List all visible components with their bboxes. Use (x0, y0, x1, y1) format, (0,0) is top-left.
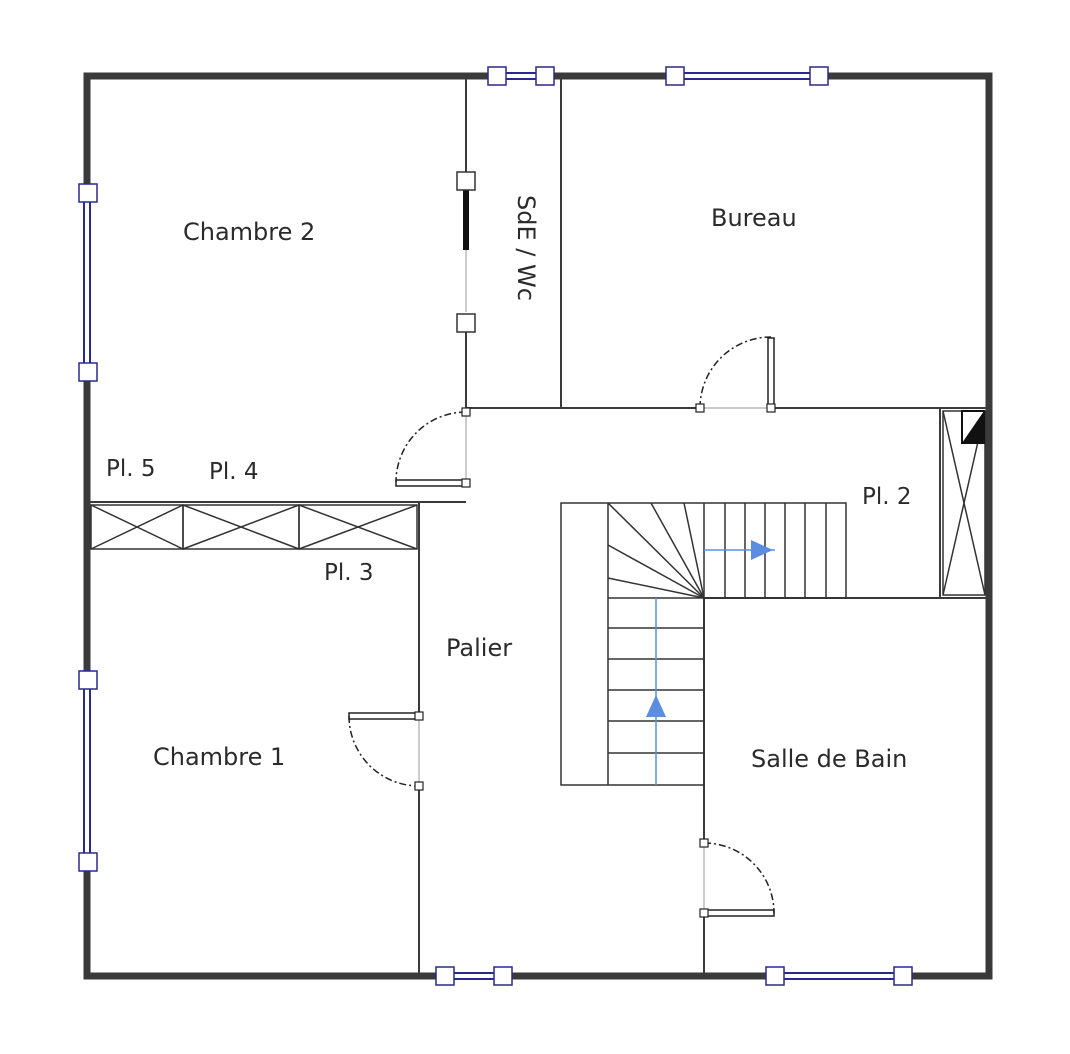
door-chambre2 (395, 407, 471, 488)
closet-label-pl3: Pl. 3 (324, 560, 374, 586)
stair-arrow-up (646, 695, 666, 717)
closet-pl2 (942, 410, 986, 596)
door-bureau (695, 336, 776, 413)
exterior-walls (83, 72, 993, 980)
room-label-salle-de-bain: Salle de Bain (751, 745, 908, 773)
stair-arrow-right (751, 540, 773, 560)
closet-label-pl5: Pl. 5 (106, 456, 156, 482)
window-left-chambre2 (78, 183, 98, 382)
doors (348, 336, 776, 918)
room-label-sde-wc: SdE / Wc (512, 195, 540, 301)
door-salle-de-bain (699, 838, 775, 918)
windows (78, 66, 913, 986)
sde-sliding-door (456, 171, 476, 333)
door-chambre1 (348, 711, 424, 791)
window-top-sde (487, 66, 555, 86)
window-bottom-sdb (765, 966, 913, 986)
room-label-palier: Palier (446, 634, 513, 662)
stair-outline (560, 502, 847, 786)
window-bottom-palier (435, 966, 513, 986)
window-left-chambre1 (78, 670, 98, 872)
closet-pl3 (298, 504, 418, 550)
room-label-chambre-2: Chambre 2 (183, 218, 316, 246)
window-top-bureau (665, 66, 829, 86)
closet-label-pl2: Pl. 2 (862, 484, 912, 510)
room-label-bureau: Bureau (711, 204, 797, 232)
room-label-chambre-1: Chambre 1 (153, 743, 286, 771)
closet-row (90, 504, 418, 550)
staircase (560, 502, 847, 786)
stair-arrows (646, 540, 775, 785)
closet-label-pl4: Pl. 4 (209, 459, 259, 485)
